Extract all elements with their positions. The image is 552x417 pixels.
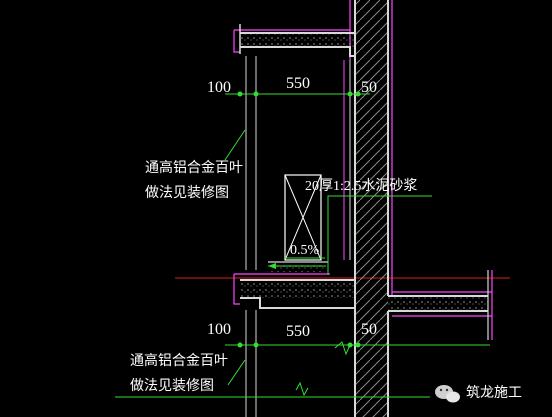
- louver-frame-lines: [245, 56, 351, 417]
- dim-upper-middle: 550: [286, 75, 310, 92]
- dimension-line-upper: [225, 91, 370, 97]
- window-box: [284, 174, 322, 261]
- main-wall: [349, 0, 393, 417]
- watermark-text: 筑龙施工: [466, 385, 522, 401]
- dim-lower-left: 100: [207, 321, 231, 338]
- dim-lower-right: 50: [361, 321, 377, 338]
- louver-note-lower-line1: 通高铝合金百叶: [130, 352, 228, 369]
- mortar-note: 20厚1:2.5水泥砂浆: [305, 178, 417, 194]
- leader-lines: [224, 129, 432, 386]
- upper-slab: [233, 24, 355, 57]
- louver-note-upper-line2: 做法见装修图: [145, 185, 229, 201]
- dim-upper-left: 100: [207, 79, 231, 96]
- lower-slab: [233, 261, 355, 309]
- dim-upper-right: 50: [361, 79, 377, 96]
- louver-note-lower-line2: 做法见装修图: [130, 378, 214, 394]
- break-lines: [295, 341, 351, 397]
- floor-slab: [388, 270, 493, 340]
- wechat-icon: [435, 385, 460, 403]
- louver-note-upper-line1: 通高铝合金百叶: [145, 159, 243, 176]
- watermark: 筑龙施工: [435, 385, 522, 403]
- dim-lower-middle: 550: [286, 323, 310, 340]
- dimension-line-lower: [225, 342, 490, 348]
- slope-note: 0.5%: [290, 243, 320, 258]
